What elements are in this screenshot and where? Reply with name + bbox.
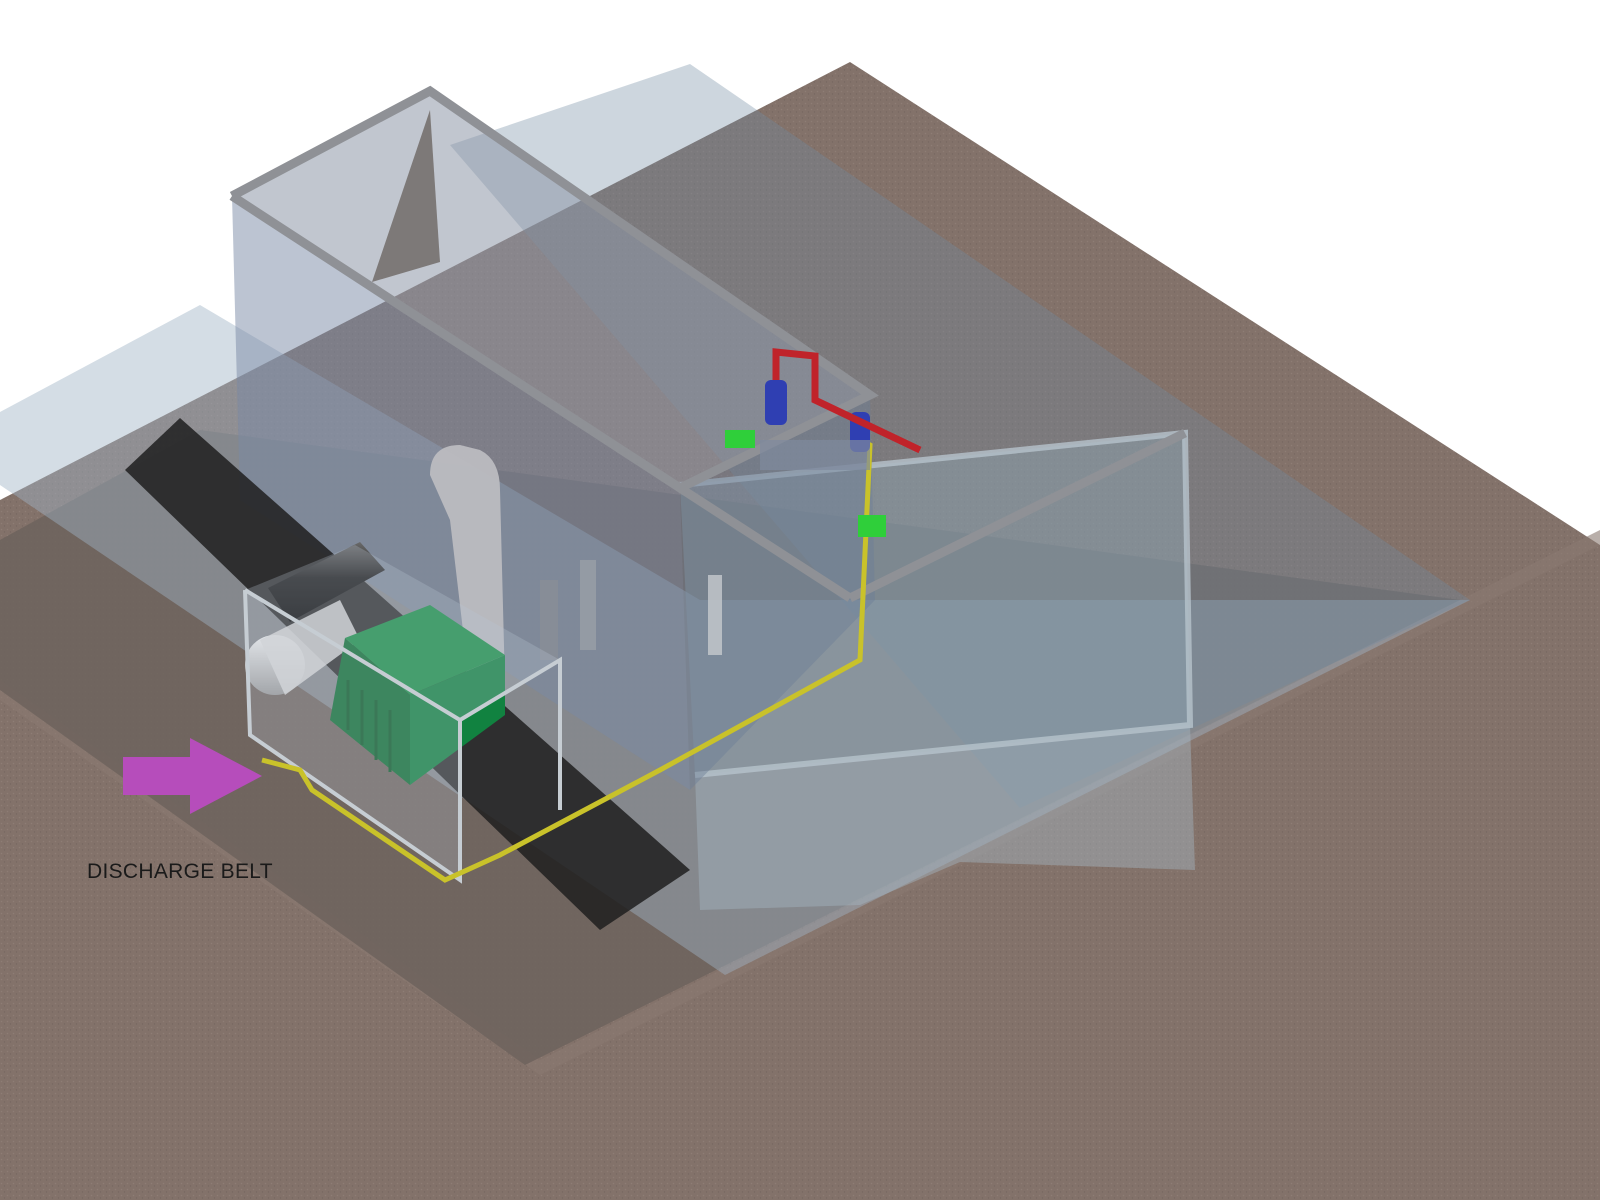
pump-manifold: [760, 440, 870, 470]
motor-enclosure-frame-2: [243, 589, 462, 884]
belt-roller-body: [260, 600, 360, 695]
pump-blue-1: [765, 380, 787, 425]
tall-box-top: [232, 91, 870, 488]
chute-plate: [372, 110, 440, 282]
pump-skid-2: [858, 515, 886, 537]
red-pipe: [772, 348, 922, 454]
tall-box-frame: [229, 85, 879, 494]
motor-enclosure-frame: [243, 588, 562, 810]
pump-skid: [725, 430, 755, 448]
support-post-2: [708, 575, 722, 655]
discharge-belt-label: DISCHARGE BELT: [87, 860, 273, 883]
support-post-1: [580, 560, 596, 650]
motor-enclosure: [245, 545, 560, 880]
right-enclosure-front: [695, 725, 1195, 910]
glass-back-panel: [450, 64, 1470, 808]
elevator-column: [430, 445, 505, 690]
motor-fins: [346, 680, 392, 772]
right-enclosure-frame: [679, 429, 1194, 778]
tall-box-divider: [677, 484, 853, 602]
tall-box-right-face: [680, 395, 875, 790]
belt-drum: [268, 542, 385, 622]
tall-box-edge: [848, 428, 1187, 603]
support-post-3: [540, 580, 558, 660]
discharge-arrow: [123, 738, 262, 814]
